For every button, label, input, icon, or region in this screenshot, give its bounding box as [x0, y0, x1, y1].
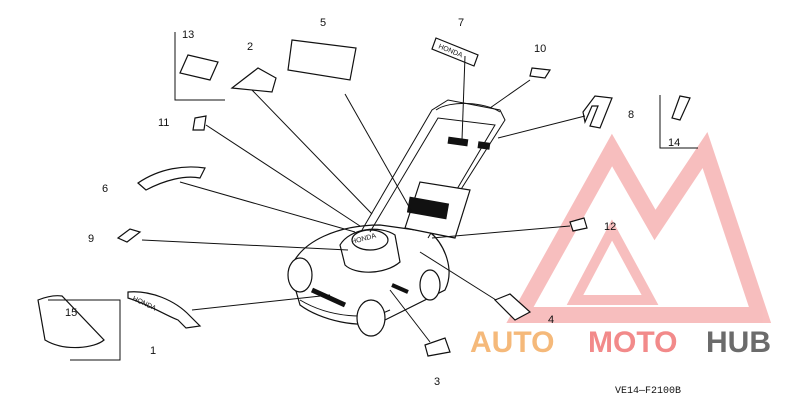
decal-7: HONDA [431, 37, 479, 67]
callout-9: 9 [88, 233, 94, 245]
callout-1: 1 [150, 345, 156, 357]
watermark-logo: AUTO MOTO HUB [470, 326, 771, 359]
callout-numbers: 13 2 5 7 10 8 14 11 6 9 12 4 3 1 15 [65, 17, 680, 388]
callout-2: 2 [247, 41, 253, 53]
callout-15: 15 [65, 307, 77, 319]
callout-3: 3 [434, 376, 440, 388]
callout-10: 10 [534, 43, 546, 55]
callout-4: 4 [548, 314, 554, 326]
callout-12: 12 [604, 221, 616, 233]
decal-shapes: HONDA HONDA [37, 32, 698, 361]
watermark-part-2: MOTO [588, 326, 677, 359]
mower-illustration: HONDA [287, 99, 506, 337]
diagram-code: VE14—F2100B [615, 386, 681, 397]
callout-13: 13 [182, 29, 194, 41]
watermark-triangle-icon [506, 131, 772, 323]
callout-7: 7 [458, 17, 464, 29]
callout-5: 5 [320, 17, 326, 29]
callout-11: 11 [158, 117, 169, 129]
watermark-part-3: HUB [706, 326, 771, 359]
leader-lines [141, 55, 586, 343]
callout-6: 6 [102, 183, 108, 195]
watermark-part-1: AUTO [470, 326, 554, 359]
callout-14: 14 [668, 137, 680, 149]
decal-1: HONDA [127, 291, 202, 329]
callout-8: 8 [628, 109, 634, 121]
